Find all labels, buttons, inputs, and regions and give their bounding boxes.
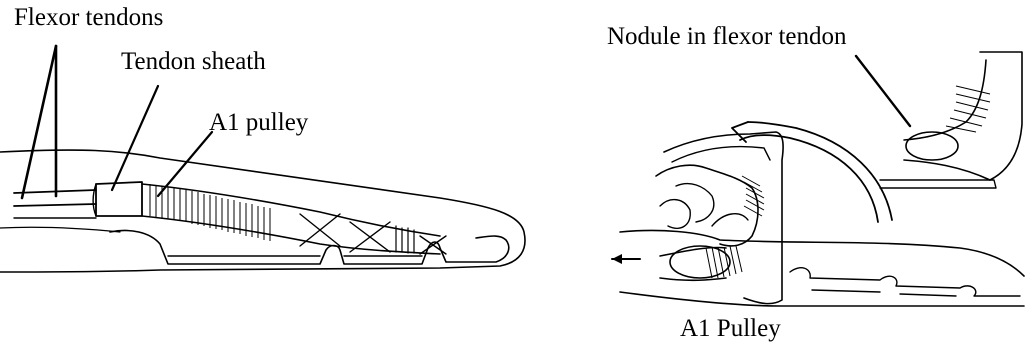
straight-finger-drawing bbox=[0, 46, 525, 272]
flexed-finger-drawing bbox=[612, 52, 1024, 306]
label-flexor-tendons: Flexor tendons bbox=[14, 5, 163, 30]
label-a1-pulley-right: A1 Pulley bbox=[680, 316, 781, 341]
label-a1-pulley-left: A1 pulley bbox=[209, 110, 308, 135]
label-nodule-in-flexor-tendon: Nodule in flexor tendon bbox=[607, 24, 847, 49]
label-tendon-sheath: Tendon sheath bbox=[121, 49, 266, 74]
